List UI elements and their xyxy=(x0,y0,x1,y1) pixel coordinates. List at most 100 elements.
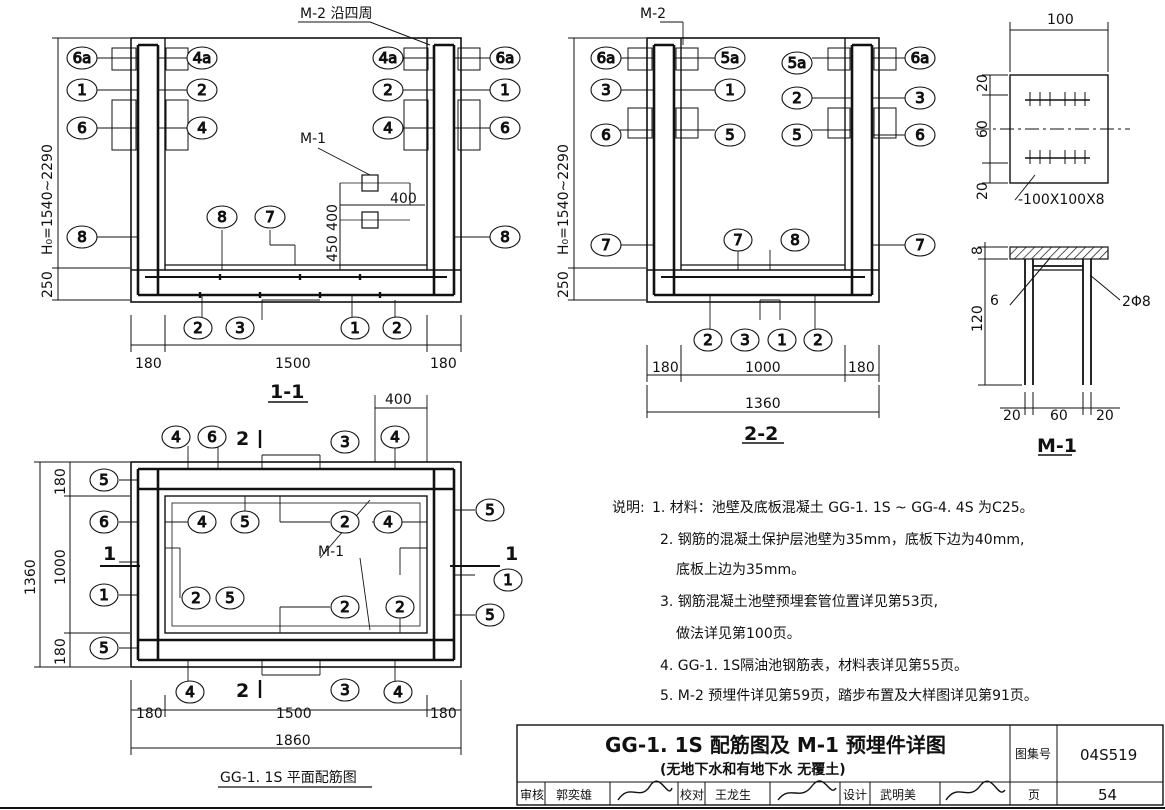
svg-text:4: 4 xyxy=(383,119,393,137)
note-1: 1. 材料：池壁及底板混凝土 GG-1. 1S ~ GG-4. 4S 为C25。 xyxy=(652,500,1034,516)
svg-text:6: 6 xyxy=(601,126,611,144)
svg-text:5: 5 xyxy=(725,126,735,144)
bubble-5: 5 xyxy=(714,123,746,147)
bubble-6: 6 xyxy=(66,116,98,140)
bubble-4: 4 xyxy=(161,425,191,449)
bubble-2: 2 xyxy=(372,78,404,102)
bubble-6: 6 xyxy=(904,123,936,147)
svg-text:6a: 6a xyxy=(496,49,515,67)
svg-text:4: 4 xyxy=(383,513,393,531)
atlas-number: 04S519 xyxy=(1080,746,1137,764)
svg-text:4a: 4a xyxy=(379,49,398,67)
note-3b: 做法详见第100页。 xyxy=(676,625,801,642)
svg-text:3: 3 xyxy=(740,331,750,349)
notes: 说明: 1. 材料：池壁及底板混凝土 GG-1. 1S ~ GG-4. 4S 为… xyxy=(612,500,1038,704)
note-4: 4. GG-1. 1S隔油池钢筋表，材料表详见第55页。 xyxy=(660,657,968,674)
bubble-5: 5 xyxy=(475,603,505,627)
bubble-8: 8 xyxy=(66,225,98,249)
review-label: 审核 xyxy=(520,787,544,802)
title-block xyxy=(0,724,1165,809)
svg-text:7: 7 xyxy=(265,208,275,226)
bubble-6a: 6a xyxy=(904,46,936,70)
dim-20-bot: 20 xyxy=(975,182,991,200)
svg-text:6: 6 xyxy=(77,119,87,137)
svg-text:1: 1 xyxy=(503,571,513,589)
bubble-3: 3 xyxy=(330,430,360,454)
svg-text:1: 1 xyxy=(350,319,360,337)
svg-text:1: 1 xyxy=(725,81,735,99)
svg-text:8: 8 xyxy=(217,208,227,226)
svg-text:2: 2 xyxy=(193,319,203,337)
note-5: 5. M-2 预埋件详见第59页，踏步布置及大样图详见第91页。 xyxy=(660,687,1038,704)
bubble-4a: 4a xyxy=(186,46,218,70)
m1-section-detail xyxy=(978,242,1121,456)
dim-400: 400 xyxy=(390,191,417,207)
dim-120: 120 xyxy=(970,305,986,332)
bubble-2: 2 xyxy=(330,595,360,619)
section-title-m1: M-1 xyxy=(1037,435,1077,457)
dim-1000: 1000 xyxy=(745,360,781,376)
svg-text:3: 3 xyxy=(915,89,925,107)
dim-1360: 1360 xyxy=(745,396,781,412)
bubble-5a: 5a xyxy=(714,46,746,70)
dim-100: 100 xyxy=(1047,12,1074,28)
cut-mark-1-left: 1 xyxy=(103,543,116,565)
dim-20-top: 20 xyxy=(975,74,991,92)
bubble-5: 5 xyxy=(781,123,813,147)
bubble-6a: 6a xyxy=(590,46,622,70)
bubble-7: 7 xyxy=(254,205,286,229)
m1-plate-detail xyxy=(975,22,1130,201)
dim-250-right: 250 xyxy=(556,271,572,298)
bubble-1: 1 xyxy=(767,328,797,352)
bubble-2: 2 xyxy=(183,316,213,340)
svg-text:2: 2 xyxy=(392,319,402,337)
plan-title: GG-1. 1S 平面配筋图 xyxy=(220,769,357,786)
svg-text:2: 2 xyxy=(191,589,201,607)
svg-text:1: 1 xyxy=(500,81,510,99)
svg-text:3: 3 xyxy=(601,81,611,99)
title-block-text: GG-1. 1S 配筋图及 M-1 预埋件详图 (无地下水和有地下水 无覆土) … xyxy=(520,733,1137,804)
note-2a: 2. 钢筋的混凝土保护层池壁为35mm，底板下边为40mm, xyxy=(660,531,1024,548)
bubble-3: 3 xyxy=(225,316,255,340)
section-2-2-labels: M-2 H₀=1540~2290 250 180 1000 180 1360 2… xyxy=(556,6,875,445)
dim-1500: 1500 xyxy=(275,356,311,372)
bubble-1: 1 xyxy=(489,78,521,102)
svg-text:5: 5 xyxy=(99,471,109,489)
bubble-6a: 6a xyxy=(66,46,98,70)
drawing-title: GG-1. 1S 配筋图及 M-1 预埋件详图 xyxy=(605,733,946,757)
bubble-2: 2 xyxy=(385,595,415,619)
bubble-4: 4 xyxy=(175,680,205,704)
svg-text:6: 6 xyxy=(207,428,217,446)
svg-text:8: 8 xyxy=(790,231,800,249)
bubble-5: 5 xyxy=(89,636,119,660)
bar-2phi8-label: 2Φ8 xyxy=(1122,294,1151,310)
svg-text:1: 1 xyxy=(77,81,87,99)
plan-dim-180-top: 180 xyxy=(53,468,69,495)
reviewer-name: 郭奕雄 xyxy=(556,787,592,802)
svg-text:5: 5 xyxy=(225,589,235,607)
svg-text:1: 1 xyxy=(777,331,787,349)
svg-text:4a: 4a xyxy=(193,49,212,67)
section-1-1-labels: M-2 沿四周 M-1 400 450 400 H₀=1540~2290 250… xyxy=(40,6,457,403)
section-2-2 xyxy=(568,21,905,444)
bubble-6: 6 xyxy=(197,425,227,449)
section-1-1 xyxy=(52,37,490,403)
dim-h0-right: H₀=1540~2290 xyxy=(556,144,572,255)
svg-text:7: 7 xyxy=(915,236,925,254)
bubble-2: 2 xyxy=(803,328,833,352)
page-label: 页 xyxy=(1028,788,1040,802)
svg-text:4: 4 xyxy=(197,513,207,531)
m2-label-right: M-2 xyxy=(640,6,666,22)
svg-text:1: 1 xyxy=(99,586,109,604)
notes-title: 说明: xyxy=(612,500,645,516)
svg-text:2: 2 xyxy=(813,331,823,349)
plan-dim-1860: 1860 xyxy=(275,733,311,749)
bubble-2: 2 xyxy=(181,586,211,610)
bubble-7: 7 xyxy=(723,228,753,252)
svg-text:2: 2 xyxy=(340,598,350,616)
svg-text:5a: 5a xyxy=(788,54,807,72)
bubble-5: 5 xyxy=(89,468,119,492)
note-2b: 底板上边为35mm。 xyxy=(676,562,805,578)
plan-labels: 400 1360 180 1000 180 180 1500 180 1860 … xyxy=(23,392,518,786)
